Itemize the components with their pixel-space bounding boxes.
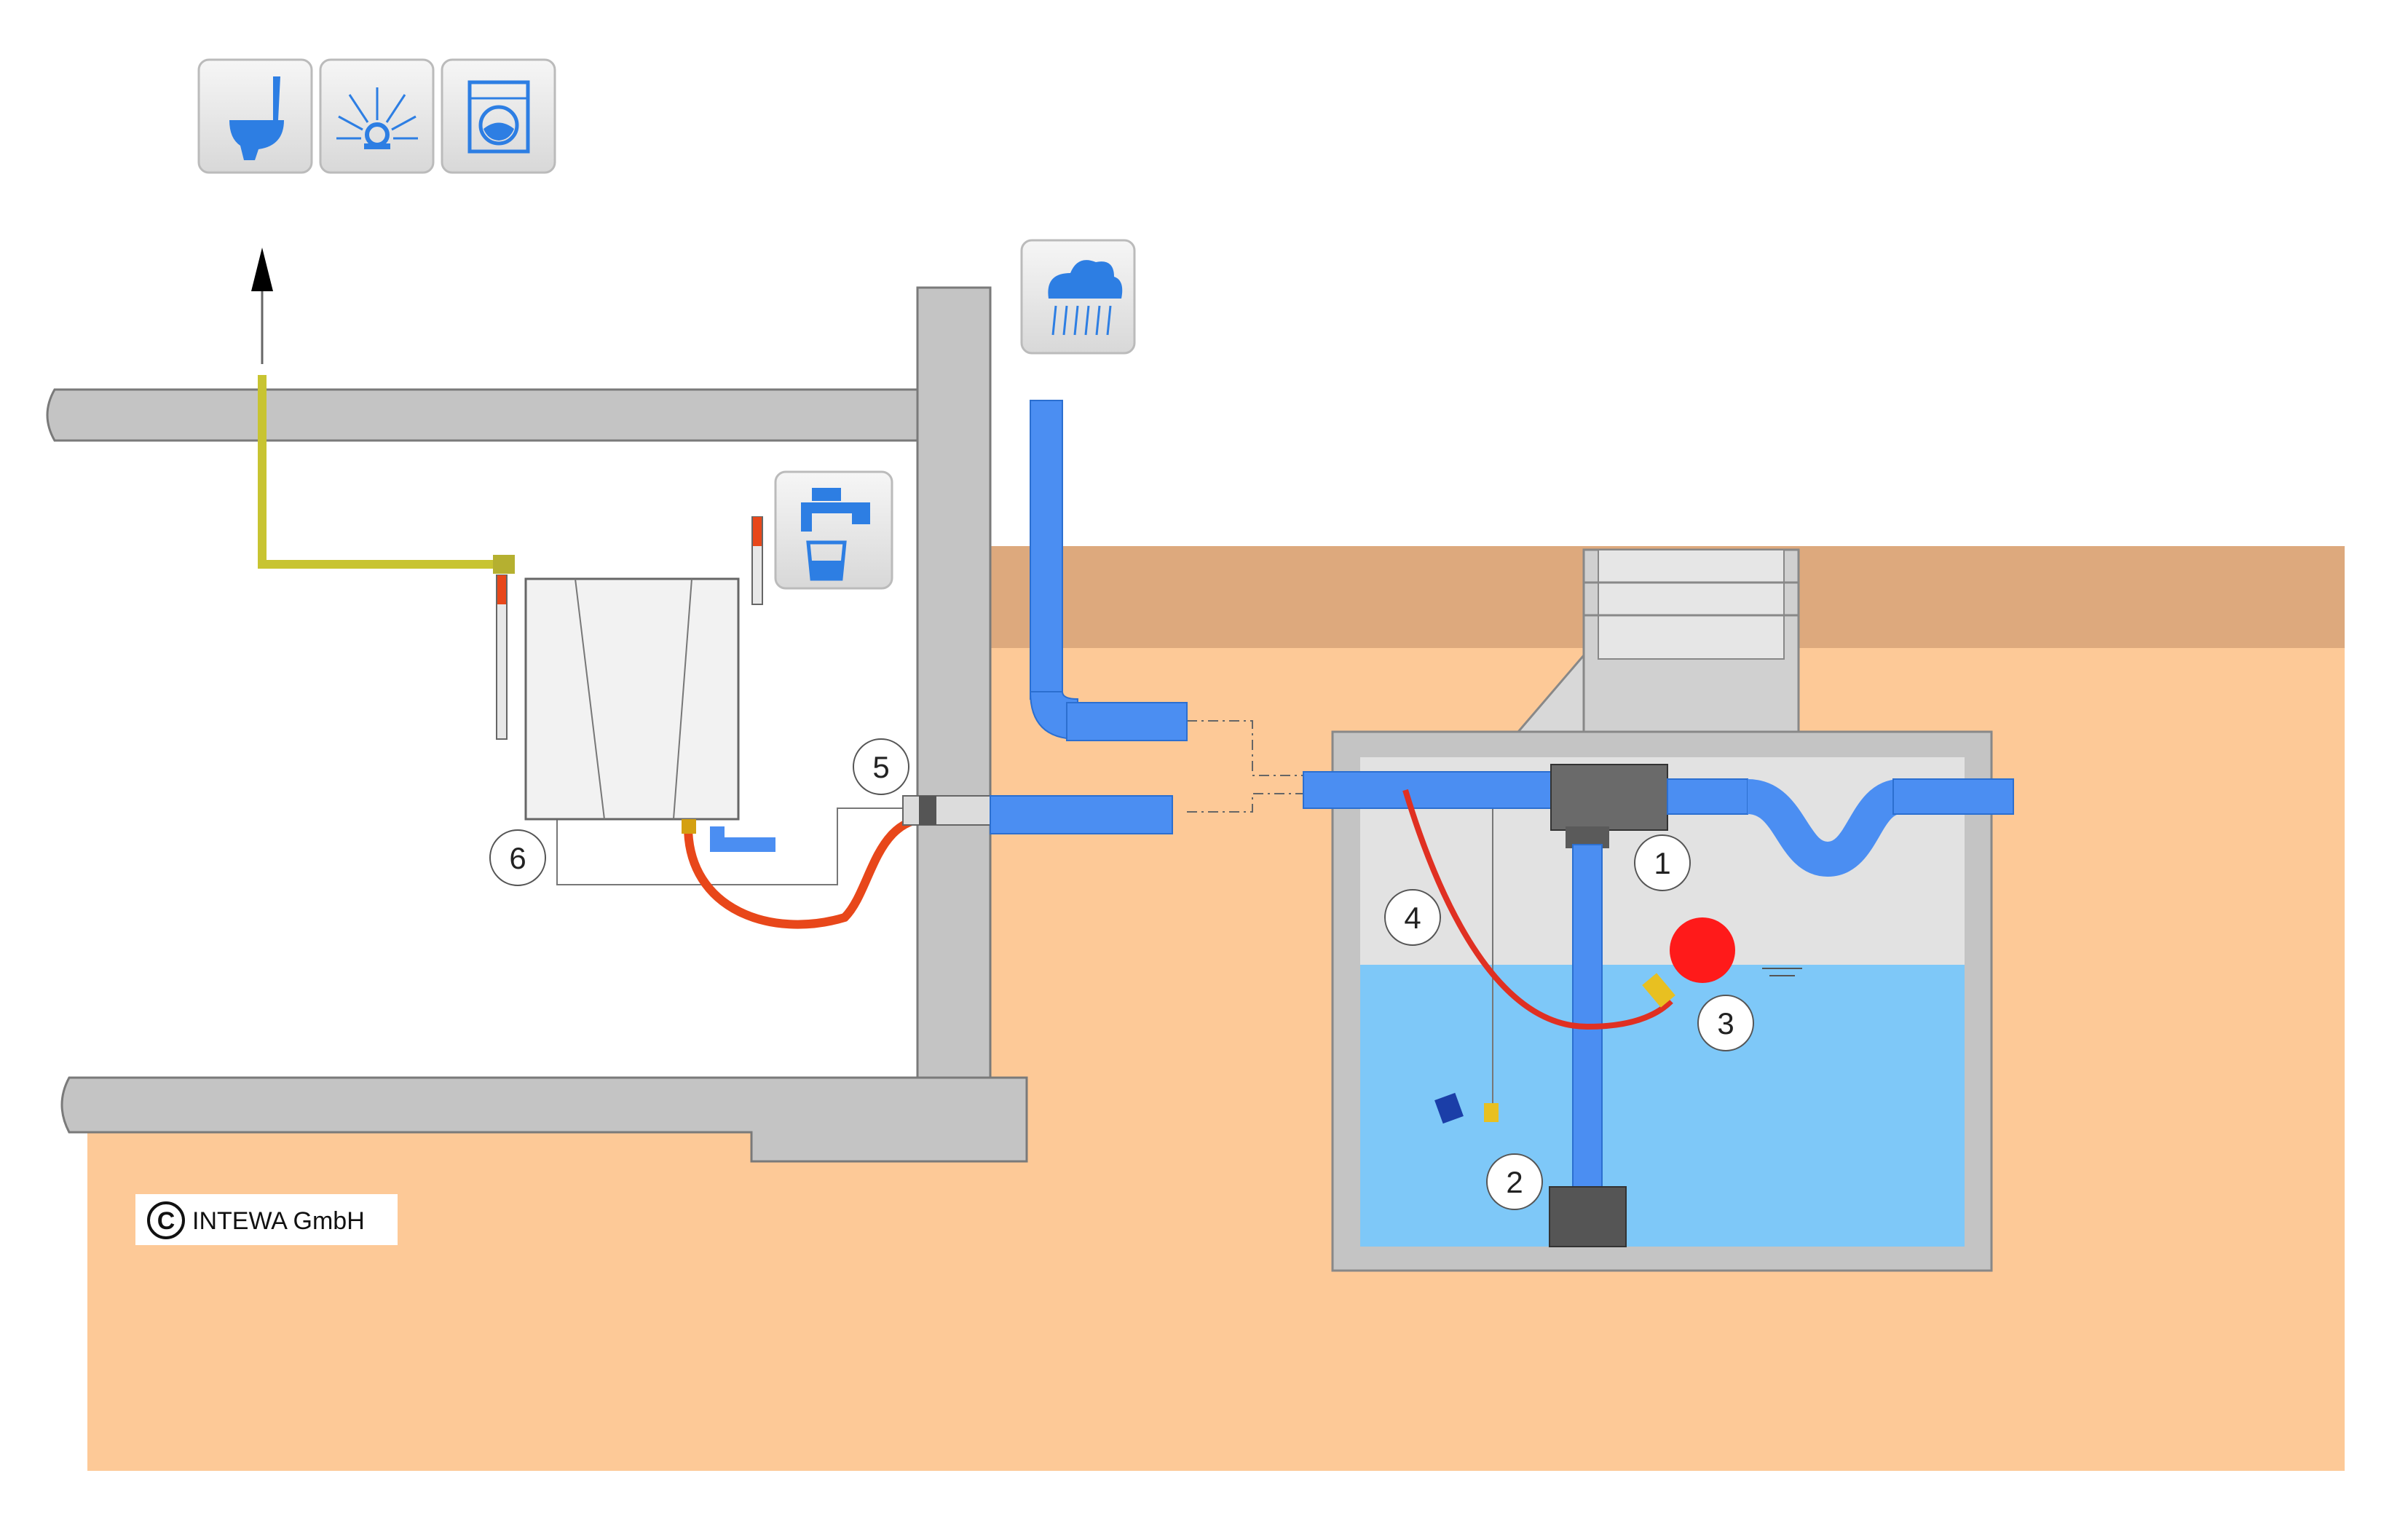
supply-arrow-head	[251, 248, 273, 291]
suction-filter-body	[1642, 973, 1675, 1008]
svg-text:4: 4	[1404, 901, 1421, 935]
supply-line-yellow	[258, 375, 506, 569]
overflow-siphon	[1745, 779, 1903, 877]
control-unit-right-valve	[753, 517, 762, 546]
suction-hose-cistern	[1402, 789, 1673, 1030]
calmed-inlet	[1549, 1186, 1627, 1247]
control-unit-panel-line-1	[575, 578, 605, 820]
exterior-wall	[916, 286, 992, 1079]
callout-2: 2	[1486, 1153, 1543, 1210]
callout-6: 6	[489, 829, 546, 886]
wall-feedthrough-sleeve	[902, 795, 991, 826]
toilet-icon	[197, 58, 313, 174]
washing-machine-icon	[441, 58, 556, 174]
filter-downpipe	[1572, 844, 1603, 1195]
cistern-inlet-pipe	[1303, 771, 1559, 809]
float-switch-clip	[1484, 1103, 1499, 1122]
overflow-outlet-pipe	[1892, 778, 2014, 815]
svg-text:INTEWA GmbH: INTEWA GmbH	[192, 1207, 365, 1235]
svg-text:2: 2	[1506, 1165, 1523, 1199]
callout-3: 3	[1697, 995, 1754, 1051]
rain-cloud-icon	[1020, 239, 1136, 355]
svg-text:3: 3	[1717, 1006, 1734, 1041]
ceiling-slab	[46, 388, 992, 442]
control-unit-valve	[497, 575, 506, 604]
floating-ball	[1670, 917, 1735, 983]
hose-connector	[682, 819, 696, 834]
float-switch	[1434, 1092, 1464, 1124]
suction-hose-house	[684, 813, 944, 929]
garden-sprinkler-icon	[319, 58, 435, 174]
supply-line-joint	[493, 555, 515, 574]
svg-text:6: 6	[509, 841, 526, 875]
callout-5: 5	[853, 738, 909, 795]
downpipe-link-line	[1187, 720, 1303, 776]
control-cable	[556, 807, 914, 885]
tap-water-icon	[774, 470, 893, 590]
control-unit-panel-line-2	[673, 578, 692, 820]
overflow-pipe	[710, 826, 775, 852]
callout-4: 4	[1384, 889, 1441, 946]
callout-1: 1	[1634, 834, 1691, 891]
vortex-filter	[1550, 764, 1668, 831]
svg-text:1: 1	[1654, 846, 1670, 880]
downpipe-horizontal	[1066, 702, 1188, 741]
downpipe-vertical	[1030, 400, 1063, 700]
shaft-cover	[1598, 549, 1785, 660]
floor-slab	[60, 1076, 1028, 1163]
svg-text:5: 5	[872, 750, 889, 784]
overflow-siphon-in	[1667, 778, 1748, 815]
control-unit-box	[524, 577, 740, 821]
wall-feedthrough-seal	[919, 796, 936, 825]
copyright-label: C INTEWA GmbH	[135, 1194, 398, 1245]
svg-text:C: C	[157, 1207, 175, 1235]
feedthrough-link-line	[1187, 793, 1303, 813]
feedthrough-pipe	[990, 795, 1173, 834]
